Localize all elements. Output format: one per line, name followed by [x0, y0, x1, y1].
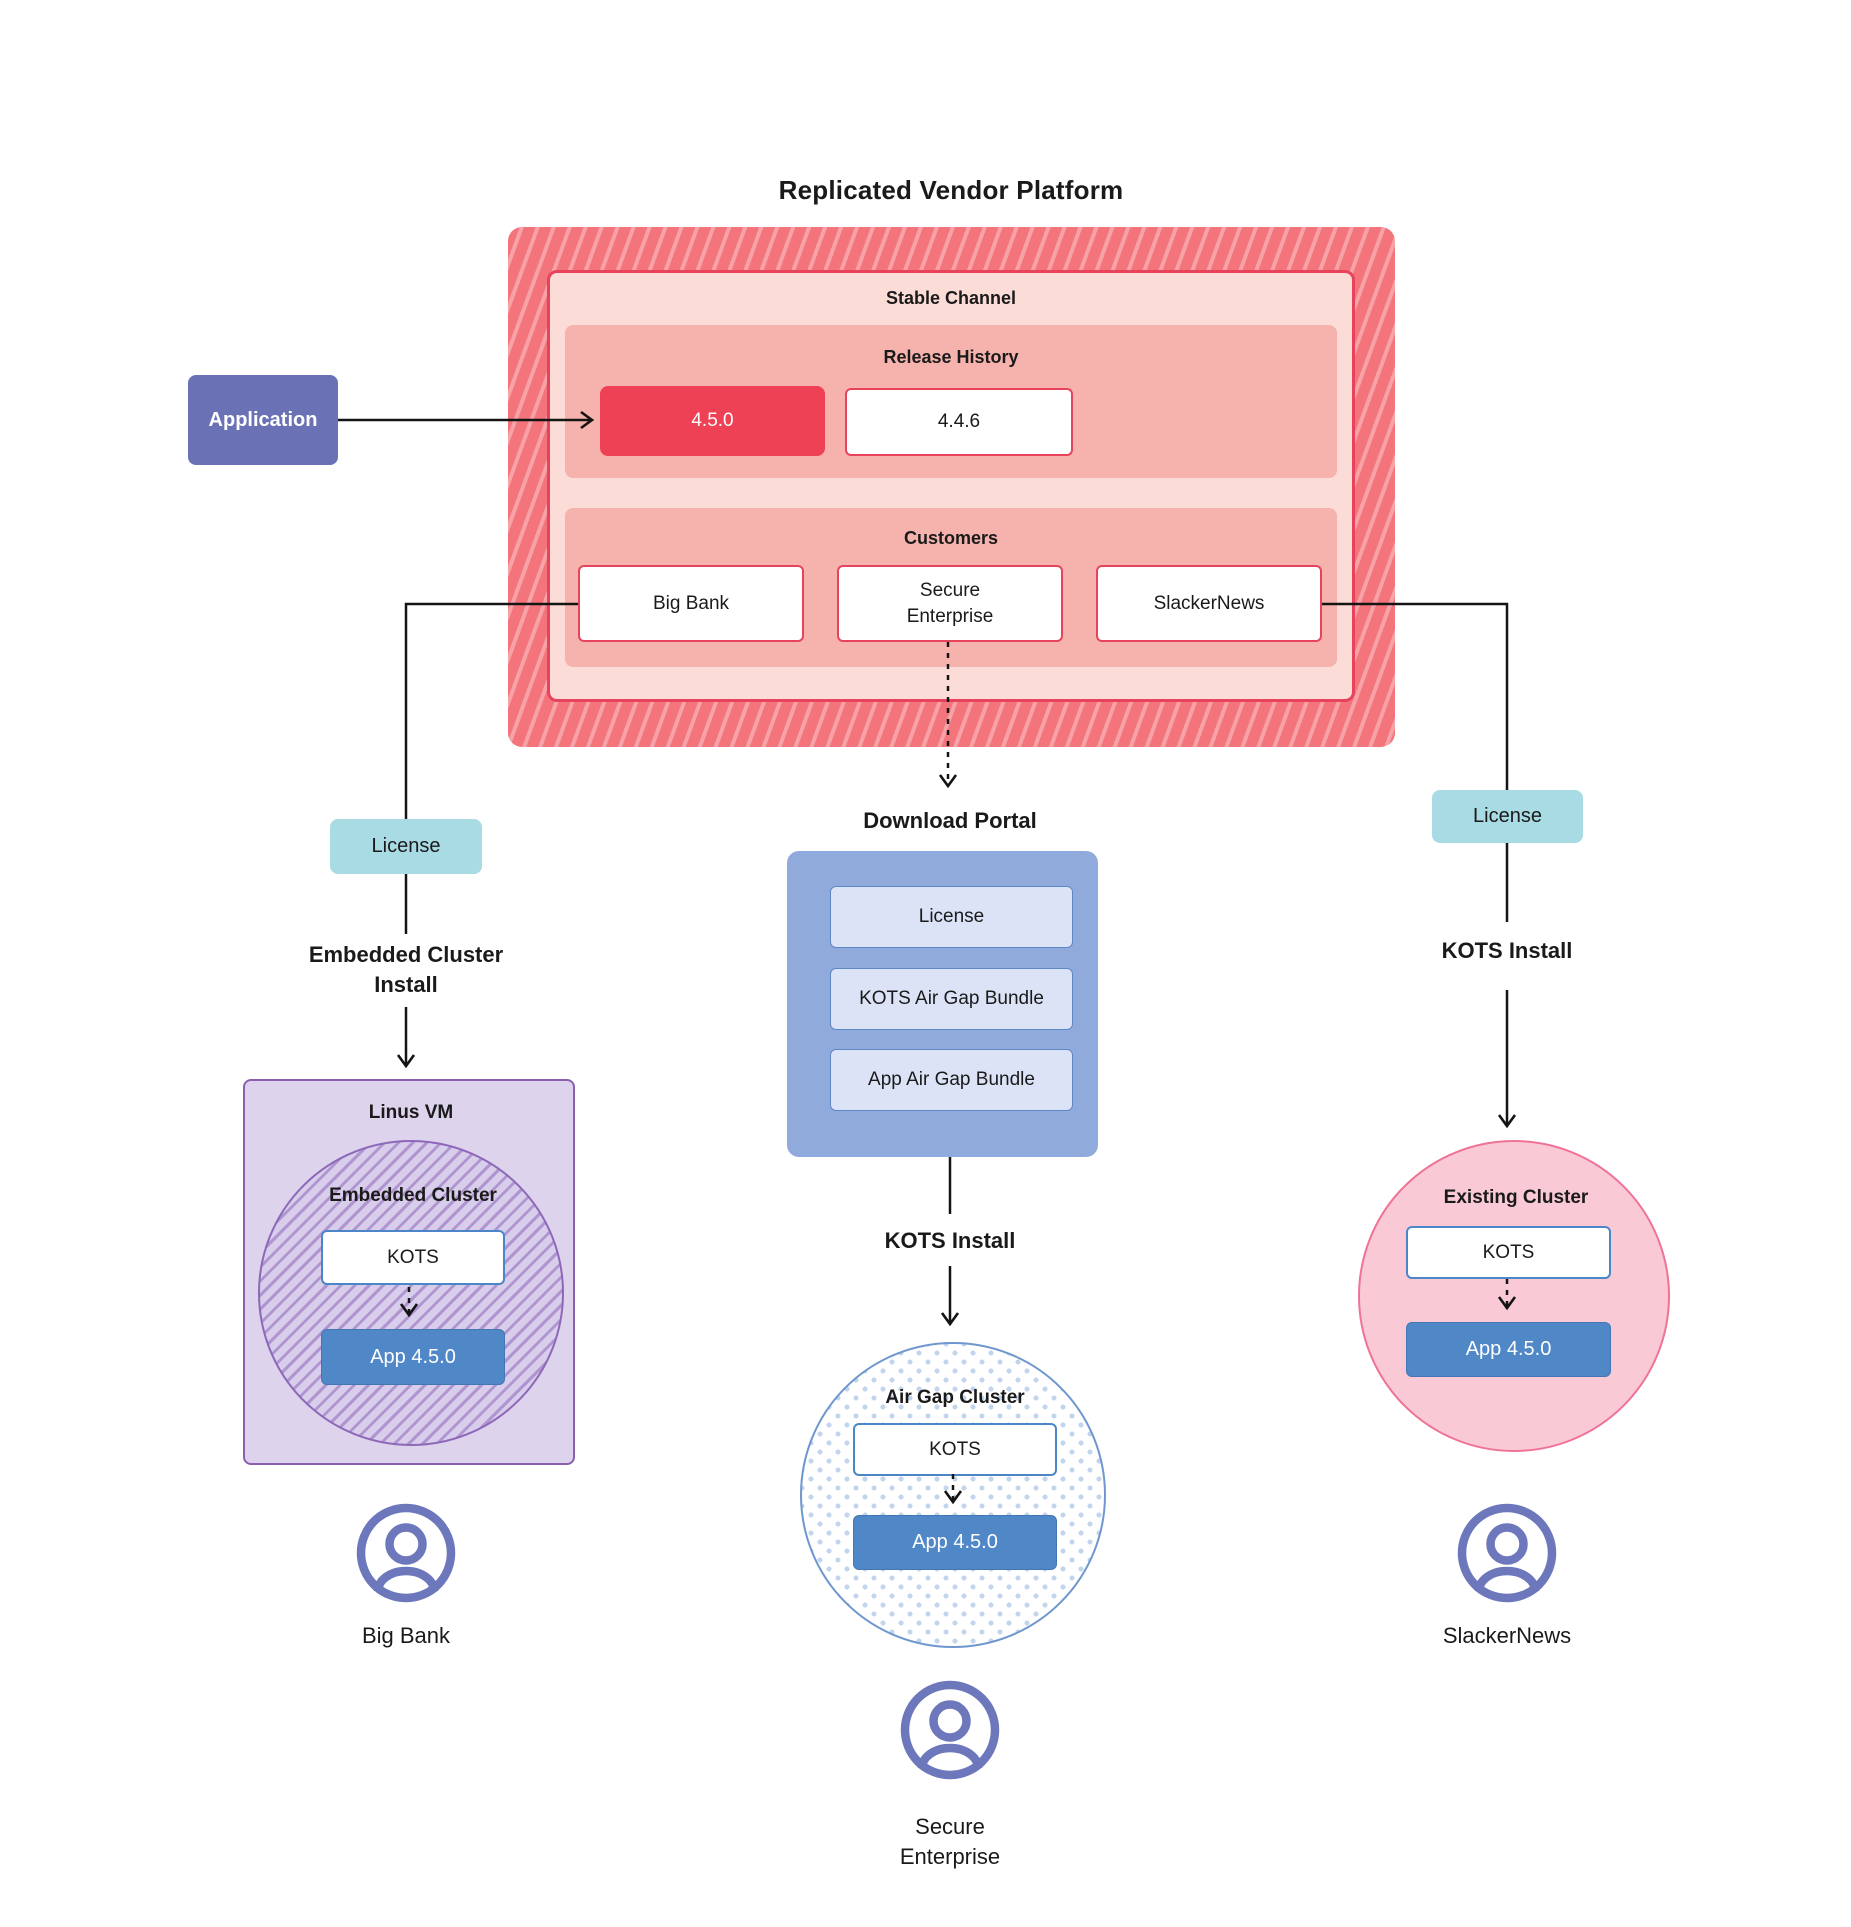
license-box-right: License [1432, 790, 1583, 843]
kots-box-embedded: KOTS [321, 1230, 505, 1285]
linux-vm-box: Linus VM Embedded Cluster KOTS App 4.5.0 [243, 1079, 575, 1465]
air-gap-cluster-circle: Air Gap Cluster KOTS App 4.5.0 [800, 1342, 1106, 1648]
kots-install-label-middle: KOTS Install [884, 1228, 1016, 1254]
existing-cluster-label: Existing Cluster [1443, 1187, 1589, 1208]
customers-label: Customers [903, 527, 999, 548]
customer-secure-enterprise-box: Secure Enterprise [837, 565, 1063, 642]
customer-slackernews-box: SlackerNews [1096, 565, 1322, 642]
customer-secure-enterprise-label: Secure Enterprise [906, 579, 994, 627]
embedded-cluster-circle: Embedded Cluster KOTS App 4.5.0 [258, 1140, 564, 1446]
embedded-cluster-label: Embedded Cluster [329, 1185, 497, 1206]
kots-box-airgap: KOTS [853, 1423, 1057, 1476]
release-version-previous: 4.4.6 [845, 388, 1073, 456]
app-box-airgap: App 4.5.0 [853, 1515, 1057, 1570]
embedded-cluster-install-label: Embedded Cluster Install [308, 942, 504, 997]
diagram-title: Replicated Vendor Platform [778, 174, 1124, 205]
application-box: Application [188, 375, 338, 465]
air-gap-cluster-label: Air Gap Cluster [885, 1387, 1025, 1408]
release-version-current: 4.5.0 [600, 386, 825, 456]
app-box-existing: App 4.5.0 [1406, 1322, 1611, 1377]
secure-enterprise-persona-text: Secure Enterprise [899, 1814, 1001, 1869]
linux-vm-label: Linus VM [368, 1102, 454, 1123]
big-bank-user-icon [351, 1498, 461, 1608]
download-portal-box: License KOTS Air Gap Bundle App Air Gap … [787, 851, 1098, 1157]
portal-kots-airgap-bundle-box: KOTS Air Gap Bundle [830, 968, 1073, 1030]
portal-app-airgap-bundle-box: App Air Gap Bundle [830, 1049, 1073, 1111]
download-portal-label: Download Portal [863, 808, 1037, 834]
kots-box-existing: KOTS [1406, 1226, 1611, 1279]
release-history-label: Release History [883, 346, 1019, 367]
secure-enterprise-persona-label: Secure Enterprise [850, 1812, 1050, 1872]
app-box-embedded: App 4.5.0 [321, 1329, 505, 1385]
stable-channel-label: Stable Channel [885, 287, 1017, 308]
slackernews-persona-label: SlackerNews [1442, 1623, 1572, 1649]
portal-license-box: License [830, 886, 1073, 948]
customer-big-bank-box: Big Bank [578, 565, 804, 642]
secure-enterprise-user-icon [895, 1675, 1005, 1785]
slackernews-user-icon [1452, 1498, 1562, 1608]
big-bank-persona-label: Big Bank [361, 1623, 451, 1649]
license-box-left: License [330, 819, 482, 874]
existing-cluster-circle: Existing Cluster KOTS App 4.5.0 [1358, 1140, 1670, 1452]
kots-install-label-right: KOTS Install [1441, 938, 1573, 964]
